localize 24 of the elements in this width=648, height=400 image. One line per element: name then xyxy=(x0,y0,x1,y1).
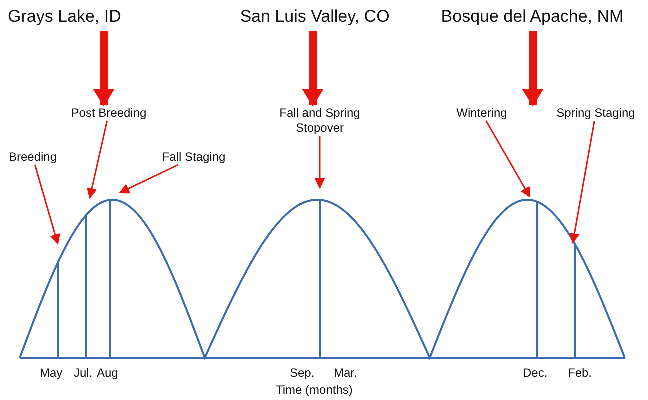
month-label: Aug xyxy=(97,366,118,380)
arrow xyxy=(314,136,326,190)
month-label: Dec. xyxy=(523,366,548,380)
axis-title: Time (months) xyxy=(276,383,353,397)
stage-label: Breeding xyxy=(4,150,62,165)
arrow xyxy=(86,120,108,200)
stage-label: Post Breeding xyxy=(64,106,154,121)
arrow xyxy=(486,120,531,198)
thick-arrow xyxy=(524,31,542,107)
thick-arrow xyxy=(304,31,322,107)
month-label: Jul. xyxy=(74,366,93,380)
month-label: Mar. xyxy=(334,366,358,380)
stage-label: Fall Staging xyxy=(152,150,236,165)
month-label: Feb. xyxy=(568,366,592,380)
thick-arrow xyxy=(95,31,113,107)
location-heading: Grays Lake, ID xyxy=(8,6,208,28)
arrow xyxy=(34,164,60,245)
month-label: Sep. xyxy=(290,366,315,380)
month-label: May xyxy=(40,366,63,380)
stage-label: Wintering xyxy=(444,106,520,121)
stage-label: Spring Staging xyxy=(548,106,644,121)
arrow xyxy=(569,120,596,244)
arrow xyxy=(119,164,179,194)
stage-label: Fall and Spring Stopover xyxy=(268,106,372,136)
